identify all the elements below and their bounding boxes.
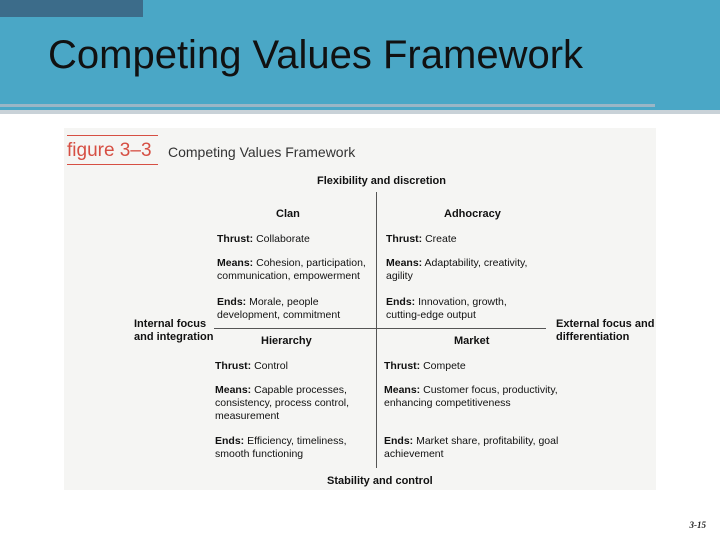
market-means-line-2: enhancing competitiveness [384,397,511,409]
hierarchy-means-line-3: measurement [215,410,280,422]
axis-left-label: Internal focus and integration [134,318,213,344]
adhocracy-means-label: Means: [386,257,423,269]
axis-bottom-label: Stability and control [327,475,433,487]
clan-means-line-1: Cohesion, participation, [253,257,366,269]
hierarchy-means: Means: Capable processes, [215,384,347,397]
market-ends-line-2: achievement [384,448,444,460]
hierarchy-means-label: Means: [215,384,252,396]
adhocracy-ends-line-2: cutting-edge output [386,309,476,321]
axis-right-label: External focus and differentiation [556,318,654,344]
market-means-line-1: Customer focus, productivity, [420,384,558,396]
header-divider-line [0,104,655,107]
vertical-axis-line [376,192,377,468]
axis-left-line-2: and integration [134,331,214,343]
clan-thrust: Thrust: Collaborate [217,233,310,246]
clan-thrust-value: Collaborate [253,233,310,245]
quadrant-heading-market: Market [454,335,490,347]
adhocracy-thrust-label: Thrust: [386,233,423,245]
figure-label: figure 3–3 [67,140,152,161]
clan-means-label: Means: [217,257,254,269]
clan-means-line-2: communication, empowerment [217,270,360,282]
clan-ends: Ends: Morale, people [217,296,319,309]
clan-ends-line-1: Morale, people [246,296,319,308]
adhocracy-thrust-value: Create [422,233,457,245]
quadrant-heading-clan: Clan [276,208,300,220]
clan-ends-line-2: development, commitment [217,309,341,321]
axis-right-line-2: differentiation [556,331,630,343]
figure-label-box: figure 3–3 [67,135,158,165]
hierarchy-means-line-2: consistency, process control, [215,397,350,409]
hierarchy-ends: Ends: Efficiency, timeliness, [215,435,347,448]
clan-means: Means: Cohesion, participation, [217,257,366,270]
figure-title: Competing Values Framework [168,144,356,160]
market-ends-label: Ends: [384,435,414,447]
market-thrust-value: Compete [420,360,466,372]
hierarchy-ends-line-2: smooth functioning [215,448,304,460]
adhocracy-ends: Ends: Innovation, growth, [386,296,507,309]
adhocracy-ends-line-1: Innovation, growth, [415,296,507,308]
horizontal-axis-line [214,328,546,329]
slide-header-band: Competing Values Framework [0,0,720,110]
adhocracy-ends-label: Ends: [386,296,416,308]
adhocracy-means: Means: Adaptability, creativity, [386,257,527,270]
market-ends-line-1: Market share, profitability, goal [413,435,559,447]
slide-title: Competing Values Framework [48,33,584,77]
axis-right-line-1: External focus and [556,318,655,330]
hierarchy-thrust: Thrust: Control [215,360,288,373]
competing-values-figure: figure 3–3 Competing Values Framework Fl… [64,128,656,490]
adhocracy-thrust: Thrust: Create [386,233,457,246]
adhocracy-means-line-1: Adaptability, creativity, [422,257,528,269]
market-thrust-label: Thrust: [384,360,421,372]
page-number: 3-15 [689,520,707,530]
market-thrust: Thrust: Compete [384,360,466,373]
quadrant-heading-adhocracy: Adhocracy [444,208,501,220]
clan-ends-label: Ends: [217,296,247,308]
hierarchy-ends-label: Ends: [215,435,245,447]
header-shadow-line [0,110,720,114]
header-accent-tab [0,0,143,17]
market-means-label: Means: [384,384,421,396]
hierarchy-ends-line-1: Efficiency, timeliness, [244,435,347,447]
hierarchy-thrust-label: Thrust: [215,360,252,372]
hierarchy-means-line-1: Capable processes, [251,384,347,396]
adhocracy-means-line-2: agility [386,270,413,282]
axis-top-label: Flexibility and discretion [317,175,446,187]
market-ends: Ends: Market share, profitability, goal [384,435,558,448]
clan-thrust-label: Thrust: [217,233,254,245]
market-means: Means: Customer focus, productivity, [384,384,558,397]
quadrant-heading-hierarchy: Hierarchy [261,335,312,347]
axis-left-line-1: Internal focus [134,318,207,330]
hierarchy-thrust-value: Control [251,360,288,372]
